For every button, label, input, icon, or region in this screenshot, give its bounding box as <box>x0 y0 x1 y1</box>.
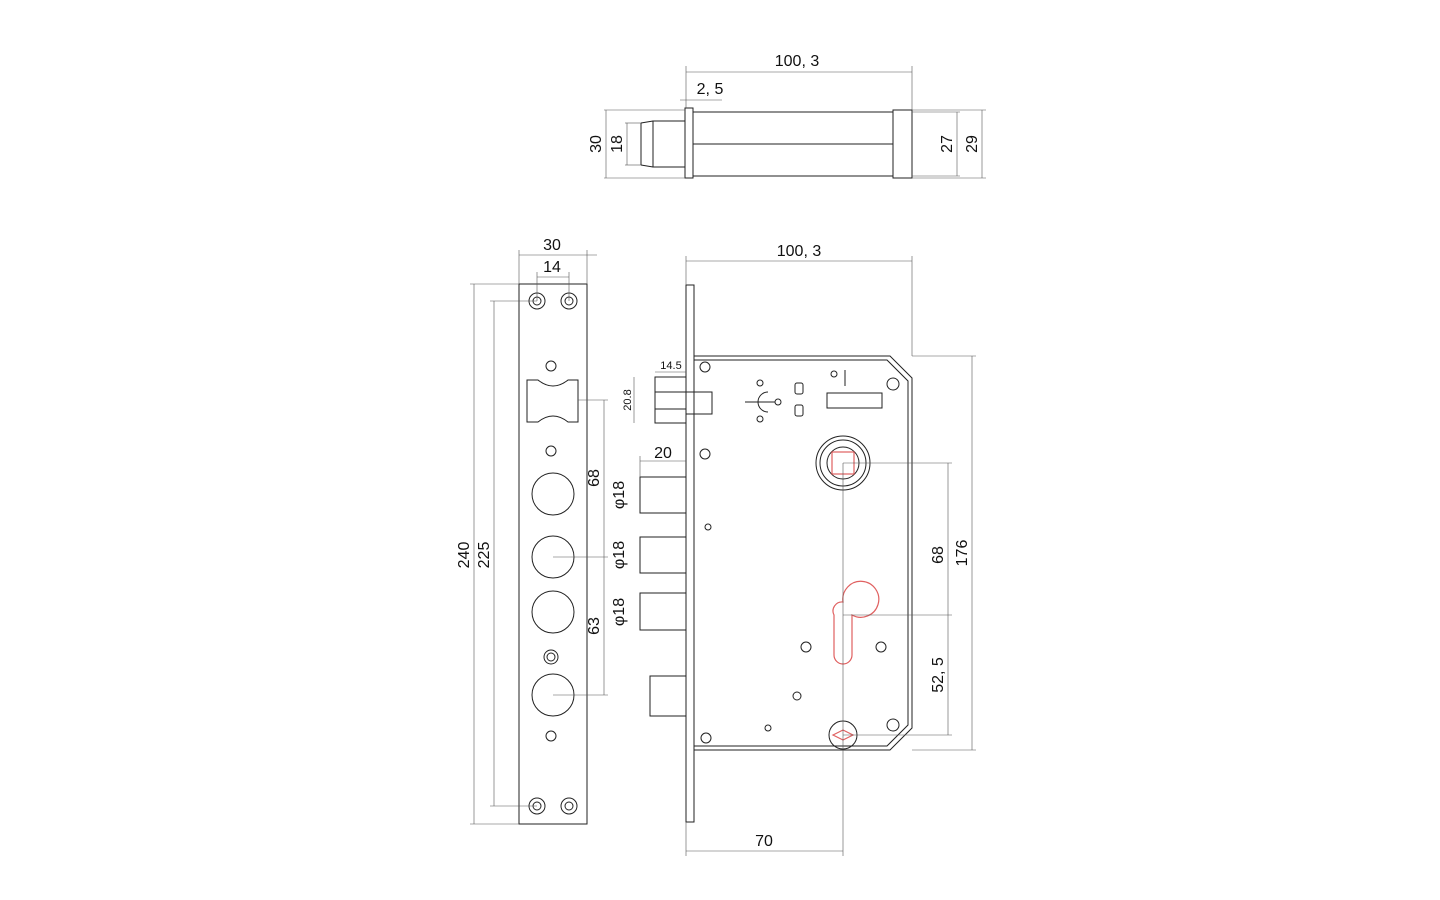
dim-strike-holes: 14 <box>543 259 561 276</box>
dim-top-length: 100, 3 <box>775 53 820 70</box>
dim-top-29: 29 <box>964 135 981 153</box>
dim-strike-pitch: 225 <box>476 542 493 569</box>
dim-body-height: 176 <box>954 540 971 567</box>
dim-latch-height: 20.8 <box>622 389 634 410</box>
dim-spindle-cylinder: 68 <box>930 546 947 564</box>
dim-bolt-length: 20 <box>654 445 672 462</box>
dim-top-30: 30 <box>588 135 605 153</box>
strike-plate: 30 14 240 225 68 63 <box>456 237 608 825</box>
dim-strike-width: 30 <box>543 237 561 254</box>
dim-body-depth: 100, 3 <box>777 243 822 260</box>
dim-strike-length: 240 <box>456 542 473 569</box>
dim-strike-63: 63 <box>586 617 603 635</box>
dim-strike-68: 68 <box>586 469 603 487</box>
dim-bolt-diameter-3: φ18 <box>611 598 628 626</box>
cylinder-cutout <box>832 580 880 665</box>
dim-bolt-diameter-1: φ18 <box>611 481 628 509</box>
dim-top-18: 18 <box>609 135 626 153</box>
dim-backset: 70 <box>755 833 773 850</box>
dim-top-27: 27 <box>939 135 956 153</box>
dim-cylinder-bottom: 52, 5 <box>930 657 947 693</box>
dim-bolt-diameter-2: φ18 <box>611 541 628 569</box>
top-view: 100, 3 2, 5 30 18 27 29 <box>588 53 986 179</box>
dim-latch-width: 14.5 <box>660 360 681 372</box>
dim-flange: 2, 5 <box>697 81 724 98</box>
lock-body: 100, 3 14.5 20.8 20 φ18 φ18 φ18 68 52, 5… <box>611 243 976 856</box>
